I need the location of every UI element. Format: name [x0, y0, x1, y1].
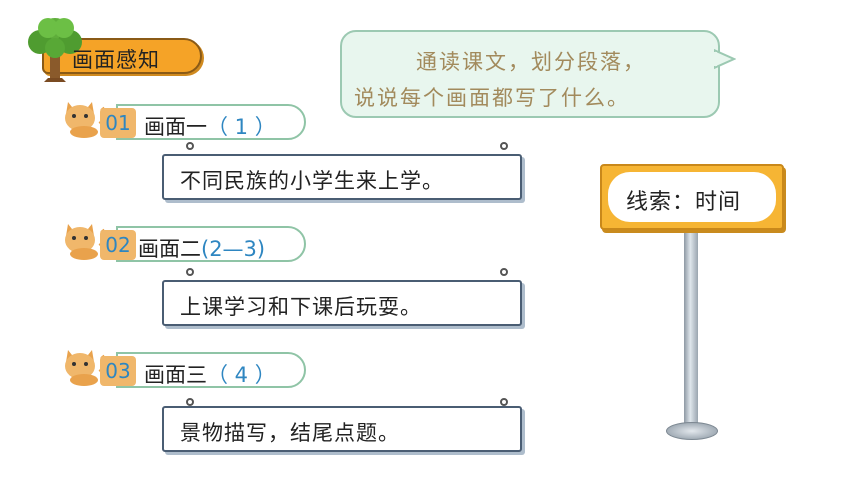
content-card-text: 景物描写，结尾点题。: [180, 421, 400, 445]
section-label-3: [116, 352, 306, 388]
pin-icon: [500, 142, 508, 150]
section-label-paren: (2—3): [201, 237, 266, 261]
section-label-paren: （ 1 ）: [207, 115, 276, 139]
signpost-pole: [684, 230, 698, 426]
content-card-3: [162, 406, 522, 452]
pin-icon: [500, 398, 508, 406]
signpost-base: [666, 422, 718, 440]
section-number-badge: 01: [100, 108, 136, 138]
content-card-1: [162, 154, 522, 200]
section-label-paren: （ 4 ）: [207, 363, 276, 387]
tree-icon: [28, 18, 82, 82]
bubble-text-line1: 通读课文，划分段落，: [416, 50, 646, 74]
section-label-1: [116, 104, 306, 140]
speech-bubble: [340, 30, 720, 118]
section-label-text: 画面二(2—3): [138, 233, 265, 263]
pin-icon: [500, 268, 508, 276]
section-number-badge: 03: [100, 356, 136, 386]
signpost-text: 线索：时间: [626, 190, 742, 215]
section-label-2: [116, 226, 306, 262]
section-label-text: 画面三（ 4 ）: [144, 359, 276, 389]
signpost-inner: [608, 172, 776, 222]
section-number-badge: 02: [100, 230, 136, 260]
content-card-2: [162, 280, 522, 326]
bubble-text-line2: 说说每个画面都写了什么。: [354, 86, 630, 110]
content-card-text: 上课学习和下课后玩耍。: [180, 295, 422, 319]
pin-icon: [186, 398, 194, 406]
bubble-tail-icon: [714, 48, 736, 70]
pin-icon: [186, 268, 194, 276]
section-label-name: 画面二: [138, 237, 201, 261]
section-title: 画面感知: [72, 48, 160, 72]
section-label-text: 画面一（ 1 ）: [144, 111, 276, 141]
pin-icon: [186, 142, 194, 150]
content-card-text: 不同民族的小学生来上学。: [180, 169, 444, 193]
section-label-name: 画面三: [144, 363, 207, 387]
section-label-name: 画面一: [144, 115, 207, 139]
